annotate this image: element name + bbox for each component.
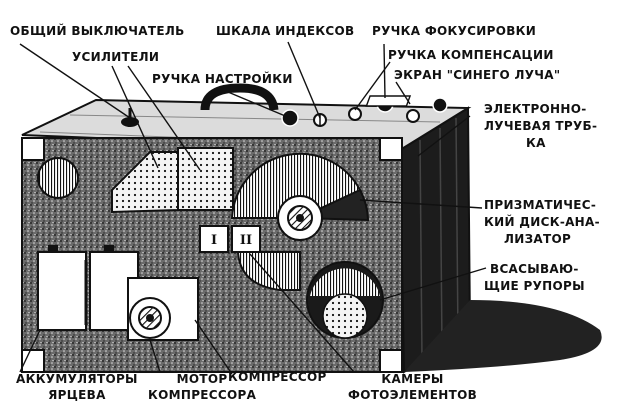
case-shadow (404, 300, 602, 372)
label-crt-line1: ЭЛЕКТРОННО- (484, 102, 587, 116)
label-index-scale: ШКАЛА ИНДЕКСОВ (216, 24, 355, 38)
label-prism-line3: ЛИЗАТОР (504, 232, 572, 246)
label-tuning-knob: РУЧКА НАСТРОЙКИ (152, 72, 293, 86)
prismatic-disk-analyzer (230, 152, 370, 241)
corner-bracket (379, 137, 403, 161)
label-compensation-knob: РУЧКА КОМПЕНСАЦИИ (388, 48, 554, 62)
camera-mark: II (240, 233, 252, 248)
label-amplifiers: УСИЛИТЕЛИ (72, 50, 160, 64)
label-cameras-line1: КАМЕРЫ (381, 372, 444, 386)
label-blue-ray-screen: ЭКРАН "СИНЕГО ЛУЧА" (394, 68, 561, 82)
label-accum-line1: АККУМУЛЯТОРЫ (16, 372, 138, 386)
compressor-motor (127, 277, 199, 341)
label-motor: МОТОР КОМПРЕССОРА (148, 372, 256, 402)
leader-lines (19, 41, 487, 375)
label-focus-knob: РУЧКА ФОКУСИРОВКИ (372, 24, 537, 38)
label-prismatic-disk: ПРИЗМАТИЧЕС- КИЙ ДИСК-АНА- ЛИЗАТОР (484, 198, 600, 246)
general-switch (121, 108, 139, 127)
suction-horn (306, 261, 384, 339)
label-cameras-line2: ФОТОЭЛЕМЕНТОВ (348, 388, 478, 402)
photocell-cameras: I II (199, 225, 301, 291)
label-cameras: КАМЕРЫ ФОТОЭЛЕМЕНТОВ (348, 372, 477, 402)
label-accum-line2: ЯРЦЕВА (48, 388, 106, 402)
lid-knobs (281, 95, 448, 127)
label-prism-line2: КИЙ ДИСК-АНА- (484, 215, 600, 229)
camera-mark: I (211, 233, 217, 248)
label-crt: ЭЛЕКТРОННО- ЛУЧЕВАЯ ТРУБ- КА (484, 102, 597, 150)
label-motor-line1: МОТОР (176, 372, 228, 386)
label-accumulators: АККУМУЛЯТОРЫ ЯРЦЕВА (16, 372, 138, 402)
carry-handle (200, 83, 279, 111)
label-general-switch: ОБЩИЙ ВЫКЛЮЧАТЕЛЬ (10, 24, 185, 38)
corner-bracket (21, 137, 45, 161)
label-prism-line1: ПРИЗМАТИЧЕС- (484, 198, 597, 212)
label-suction-horns: ВСАСЫВАЮ- ЩИЕ РУПОРЫ (484, 262, 585, 293)
label-crt-line2: ЛУЧЕВАЯ ТРУБ- (484, 119, 598, 133)
corner-bracket (379, 349, 403, 373)
label-suction-line2: ЩИЕ РУПОРЫ (484, 279, 585, 293)
label-motor-line2: КОМПРЕССОРА (148, 388, 257, 402)
label-crt-line3: КА (526, 136, 546, 150)
amplifiers (111, 147, 234, 214)
label-compressor: КОМПРЕССОР (228, 370, 327, 384)
speaker-grille (37, 157, 79, 199)
label-suction-line1: ВСАСЫВАЮ- (490, 262, 579, 276)
